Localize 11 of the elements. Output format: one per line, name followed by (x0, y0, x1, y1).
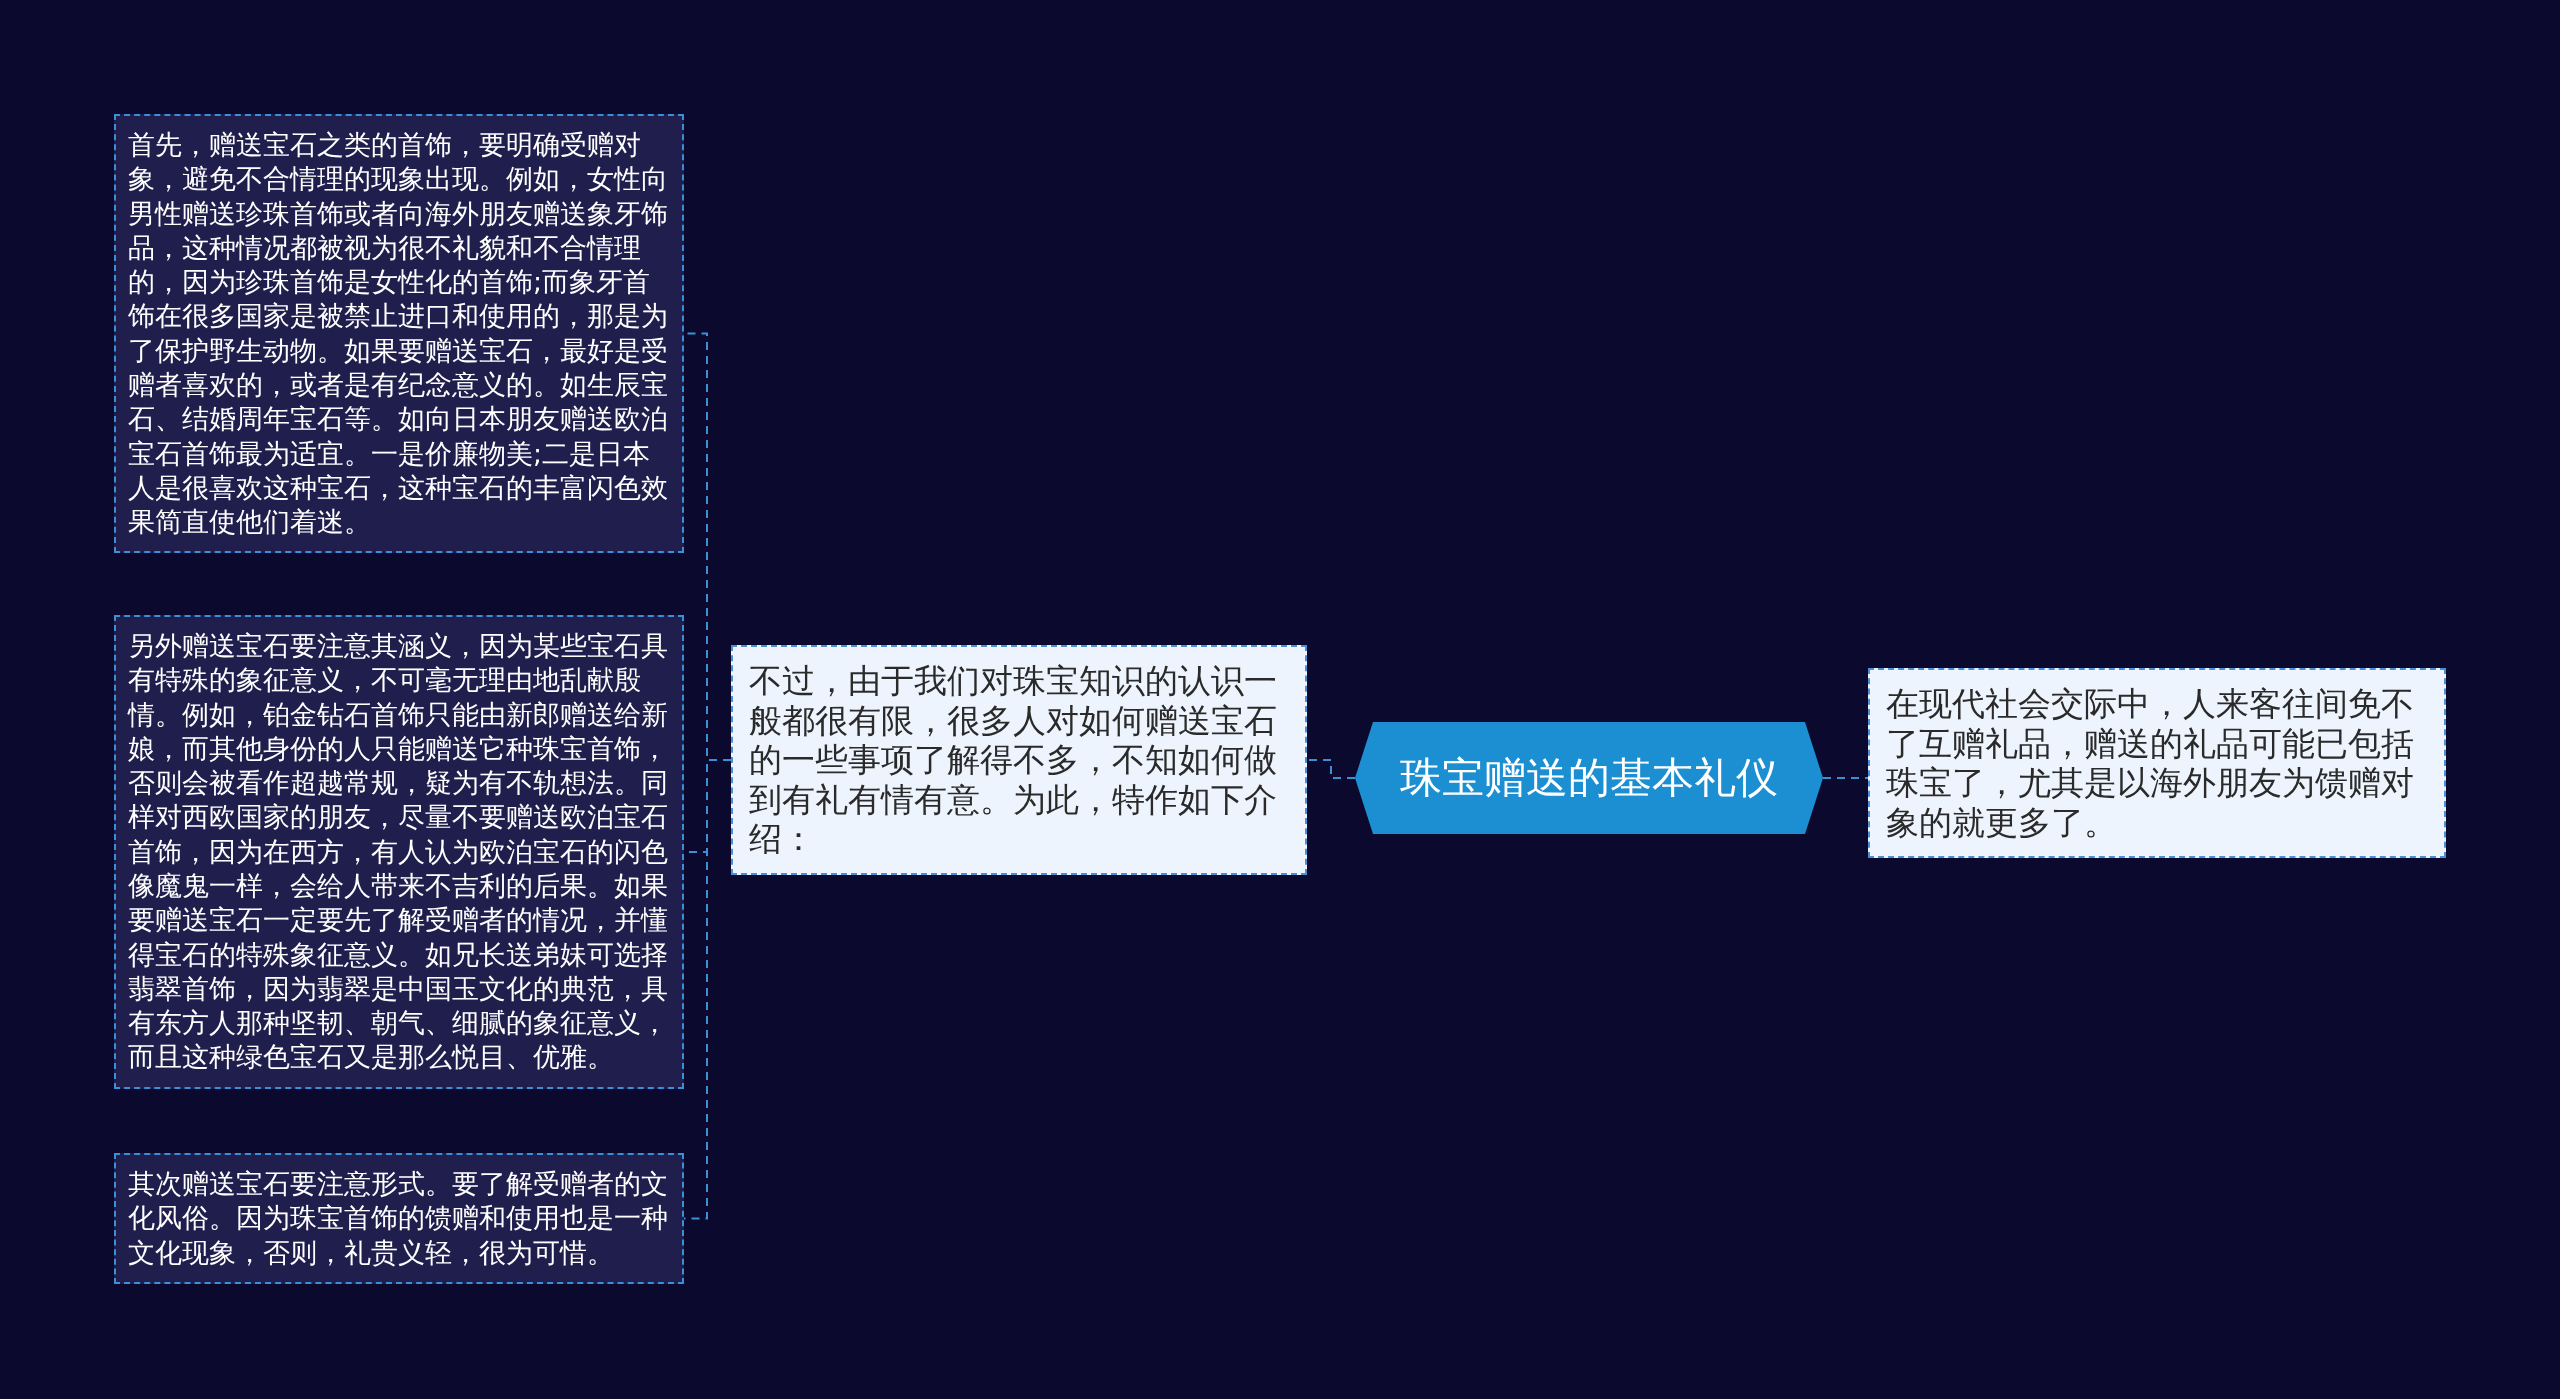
card-text: 在现代社会交际中，人来客往间免不了互赠礼品，赠送的礼品可能已包括珠宝了，尤其是以海外朋友为馈赠对象的就更多了。 (1886, 684, 2415, 843)
card-text: 另外赠送宝石要注意其涵义，因为某些宝石具有特殊的象征意义，不可毫无理由地乱献殷情。例如，铂金钻石首饰只能由新郎赠送给新娘，而其他身份的人只能赠送它种珠宝首饰，否则会被看作超越常规，疑为有不轨想法。同样对西欧国家的朋友，尽量不要赠送欧泊宝石首饰，因为在西方，有人认为欧泊宝石的闪色像魔鬼一样，会给人带来不吉利的后果。如果要赠送宝石一定要先了解受赠者的情况，并懂得宝石的特殊象征意义。如兄长送弟妹可选择翡翠首饰，因为翡翠是中国玉文化的典范，具有东方人那种坚韧、朝气、细腻的象征意义，而且这种绿色宝石又是那么悦目、优雅。 (128, 629, 669, 1075)
connector-line (1822, 777, 1869, 779)
text-card (1868, 668, 2446, 859)
card-text: 首先，赠送宝石之类的首饰，要明确受赠对象，避免不合情理的现象出现。例如，女性向男性赠送珍珠首饰或者向海外朋友赠送象牙饰品，这种情况都被视为很不礼貌和不合情理的，因为珍珠首饰是女性化的首饰;而象牙首饰在很多国家是被禁止进口和使用的，那是为了保护野生动物。如果要赠送宝石，最好是受赠者喜欢的，或者是有纪念意义的。如生辰宝石、结婚周年宝石等。如向日本朋友赠送欧泊宝石首饰最为适宜。一是价廉物美;二是日本人是很喜欢这种宝石，这种宝石的丰富闪色效果简直使他们着迷。 (128, 128, 669, 540)
text-card (114, 1153, 684, 1284)
card-text: 其次赠送宝石要注意形式。要了解受赠者的文化风俗。因为珠宝首饰的馈赠和使用也是一种文化现象，否则，礼贵义轻，很为可惜。 (128, 1167, 669, 1270)
card-text: 不过，由于我们对珠宝知识的认识一般都很有限，很多人对如何赠送宝石的一些事项了解得不多，不知如何做到有礼有情有意。为此，特作如下介绍： (749, 661, 1278, 859)
text-card (731, 645, 1307, 875)
topic-text: 珠宝赠送的基本礼仪 (1400, 752, 1778, 804)
connector-line (1306, 759, 1356, 779)
